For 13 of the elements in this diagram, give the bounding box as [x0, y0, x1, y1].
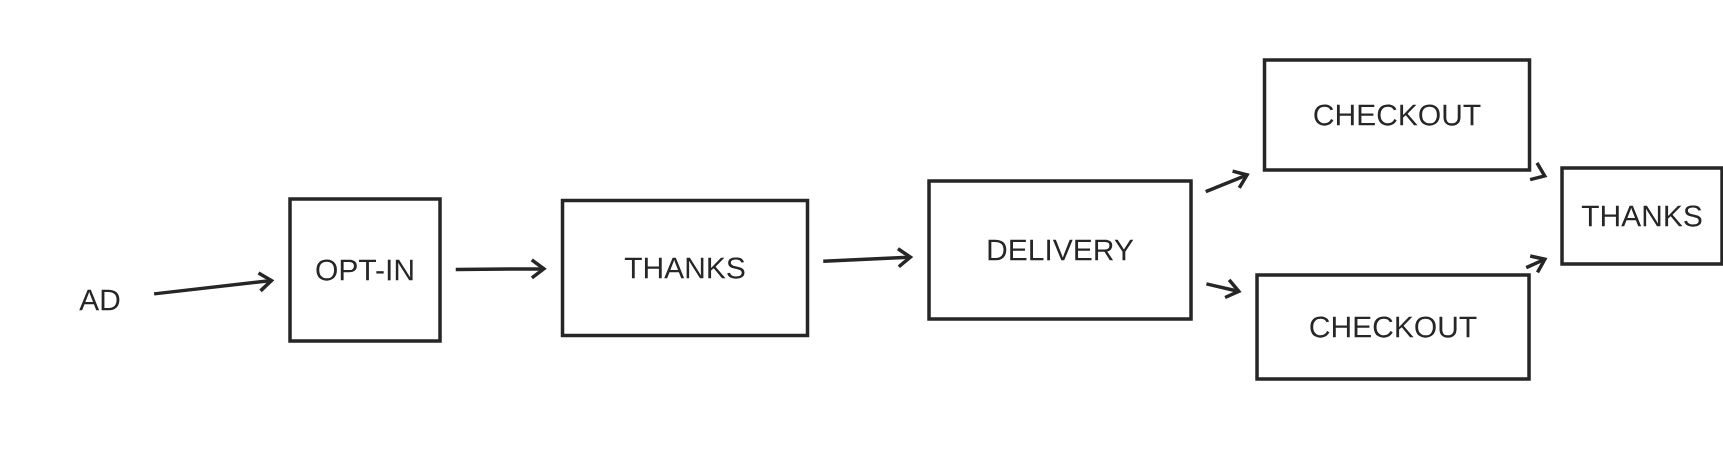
arrow — [1206, 278, 1242, 300]
process-box: OPT-IN — [288, 197, 442, 343]
arrow — [1205, 169, 1250, 194]
process-box: CHECKOUT — [1262, 58, 1532, 172]
process-box: THANKS — [560, 198, 810, 338]
process-box: THANKS — [1560, 166, 1723, 266]
arrow — [455, 258, 547, 280]
source-label: AD — [79, 289, 120, 311]
arrow — [823, 247, 914, 269]
arrow — [153, 271, 275, 296]
process-box: CHECKOUT — [1255, 273, 1531, 381]
arrow — [1525, 254, 1548, 274]
process-box: DELIVERY — [927, 179, 1193, 321]
